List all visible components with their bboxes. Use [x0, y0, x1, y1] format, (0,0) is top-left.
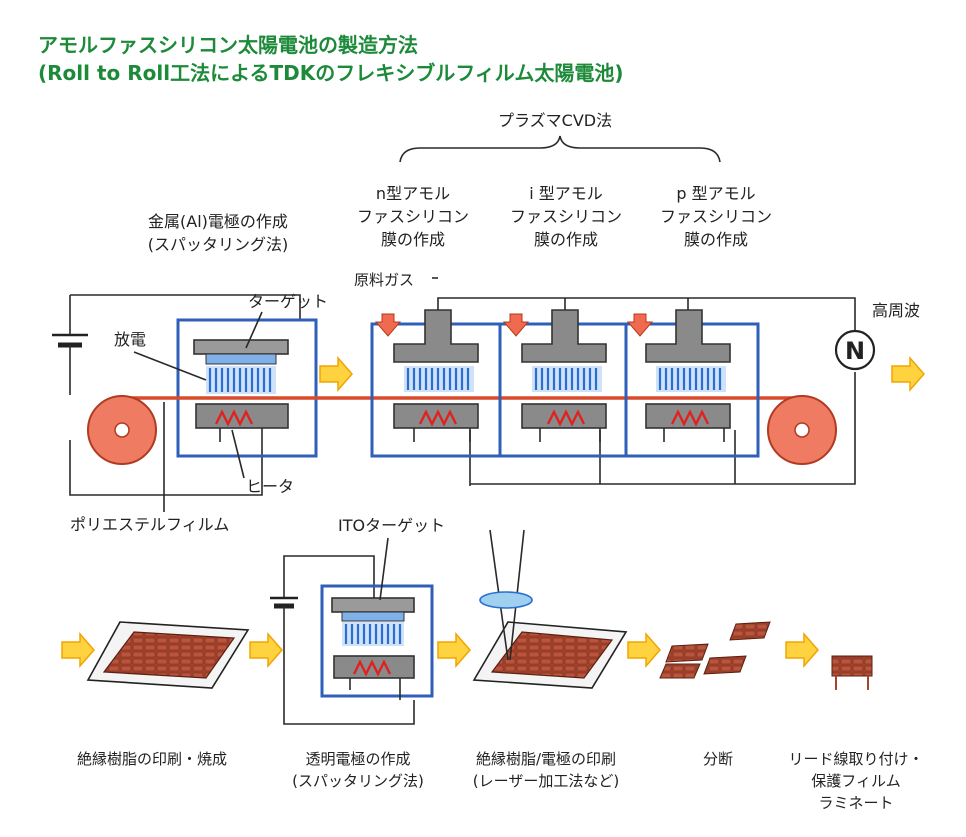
target-leader — [245, 311, 263, 349]
title-line-1: アモルファスシリコン太陽電池の製造方法 — [38, 33, 418, 57]
svg-text:膜の作成: 膜の作成 — [534, 230, 598, 249]
flow-arrow-lower-4 — [627, 632, 661, 668]
flow-arrow-upper-2 — [891, 356, 925, 392]
plasma-cvd-label: プラズマCVD法 — [498, 111, 612, 130]
cvd-chamber-p — [626, 309, 731, 442]
dc-power-source-upper — [52, 320, 88, 360]
dc-wire-top — [70, 294, 301, 320]
svg-text:(レーザー加工法など): (レーザー加工法など) — [473, 772, 619, 790]
title-line-2: (Roll to Roll工法によるTDKのフレキシブルフィルム太陽電池) — [38, 61, 624, 85]
svg-text:i 型アモル: i 型アモル — [529, 184, 603, 203]
svg-text:リード線取り付け・: リード線取り付け・ — [788, 750, 923, 768]
polyester-film-label: ポリエステルフィルム — [70, 515, 229, 534]
flow-arrow-lower-5 — [785, 632, 819, 668]
cvd-chamber-i — [502, 309, 607, 442]
flow-arrow-upper-1 — [319, 356, 353, 392]
svg-text:保護フィルム: 保護フィルム — [811, 772, 900, 790]
svg-text:p 型アモル: p 型アモル — [676, 184, 755, 203]
sputter-chamber-upper — [176, 318, 318, 458]
plasma-cvd-brace — [399, 135, 721, 163]
svg-text:分断: 分断 — [703, 750, 733, 768]
svg-text:ファスシリコン: ファスシリコン — [357, 207, 469, 226]
laser-panel — [472, 529, 628, 689]
discharge-leader — [133, 351, 207, 381]
take-up-roll — [767, 395, 837, 465]
ito-target-leader — [379, 537, 389, 601]
laminated-module — [831, 655, 873, 690]
divided-cells — [659, 621, 771, 679]
supply-roll — [87, 395, 157, 465]
cvd-chamber-n — [374, 309, 479, 442]
heater-upper — [195, 403, 289, 452]
svg-text:ラミネート: ラミネート — [818, 794, 893, 812]
target-material — [205, 353, 277, 365]
hf-wire-branches — [564, 298, 689, 324]
printed-panel — [86, 621, 250, 689]
svg-text:ファスシリコン: ファスシリコン — [660, 207, 772, 226]
svg-text:膜の作成: 膜の作成 — [684, 230, 748, 249]
svg-text:金属(Al)電極の作成: 金属(Al)電極の作成 — [148, 212, 288, 231]
heater-label: ヒータ — [246, 477, 294, 496]
dc-wire-bottom — [69, 440, 263, 496]
step-4-label: 分断 — [703, 750, 733, 768]
svg-text:n型アモル: n型アモル — [376, 184, 450, 203]
svg-text:(スパッタリング法): (スパッタリング法) — [148, 235, 289, 254]
svg-text:透明電極の作成: 透明電極の作成 — [305, 750, 410, 768]
svg-text:ファスシリコン: ファスシリコン — [510, 207, 622, 226]
sputter-chamber-lower — [270, 555, 434, 725]
flow-arrow-lower-1 — [61, 632, 95, 668]
step-2-label: 透明電極の作成 (スパッタリング法) — [292, 750, 424, 790]
n-layer-label: n型アモル ファスシリコン 膜の作成 — [357, 184, 469, 249]
plasma-discharge-upper — [206, 366, 276, 394]
p-layer-label: p 型アモル ファスシリコン 膜の作成 — [660, 184, 772, 249]
svg-text:膜の作成: 膜の作成 — [381, 230, 445, 249]
svg-text:(スパッタリング法): (スパッタリング法) — [292, 772, 424, 790]
discharge-label: 放電 — [114, 330, 146, 349]
source-gas-label: 原料ガス — [354, 271, 414, 289]
i-layer-label: i 型アモル ファスシリコン 膜の作成 — [510, 184, 622, 249]
flow-arrow-lower-2 — [249, 632, 283, 668]
metal-electrode-label: 金属(Al)電極の作成 (スパッタリング法) — [148, 212, 289, 254]
ito-target-label: ITOターゲット — [338, 516, 445, 535]
target-plate — [193, 339, 289, 355]
svg-text:絶縁樹脂/電極の印刷: 絶縁樹脂/電極の印刷 — [476, 750, 616, 768]
svg-text:N: N — [845, 337, 865, 365]
high-frequency-label: 高周波 — [872, 301, 920, 320]
step-1-label: 絶縁樹脂の印刷・焼成 — [77, 750, 227, 768]
flow-arrow-lower-3 — [437, 632, 471, 668]
step-5-label: リード線取り付け・ 保護フィルム ラミネート — [788, 750, 923, 812]
heater-leader — [231, 429, 245, 479]
target-label: ターゲット — [248, 292, 328, 311]
ac-source-symbol: N — [834, 329, 876, 371]
step-3-label: 絶縁樹脂/電極の印刷 (レーザー加工法など) — [473, 750, 619, 790]
svg-text:絶縁樹脂の印刷・焼成: 絶縁樹脂の印刷・焼成 — [77, 750, 227, 768]
